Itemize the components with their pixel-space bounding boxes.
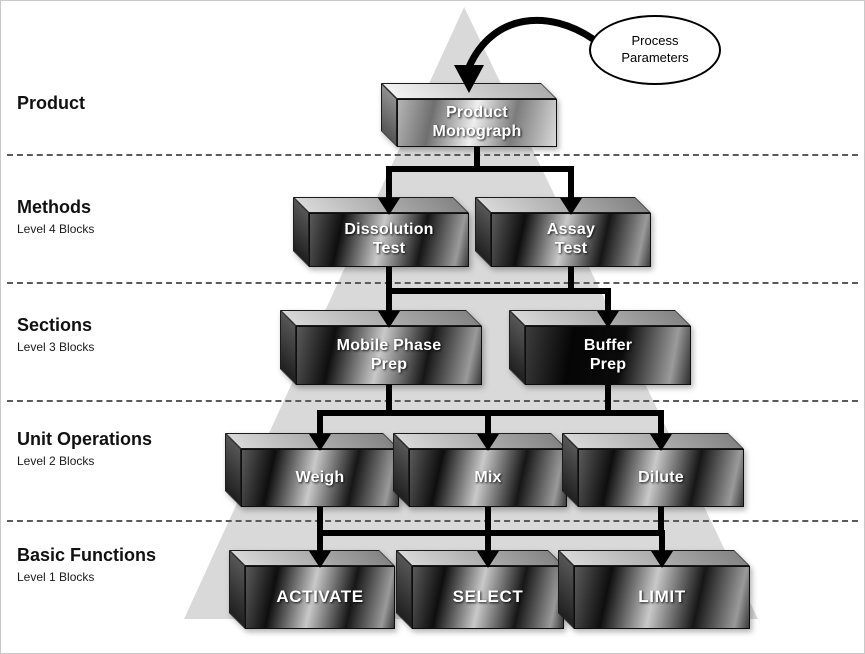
block-label: LIMIT (638, 587, 686, 607)
level-label-basic-functions: Basic Functions (17, 545, 157, 565)
block-label: Weigh (295, 468, 345, 486)
block-top-face (509, 310, 691, 326)
block-weigh: Weigh (225, 433, 399, 507)
dashed-separator-1 (7, 154, 858, 156)
block-buffer-prep: Buffer Prep (509, 310, 691, 385)
block-assay-test: Assay Test (475, 197, 651, 267)
block-label: ACTIVATE (276, 587, 364, 607)
block-top-face (562, 433, 744, 449)
block-product-monograph: Product Monograph (381, 83, 557, 147)
block-dissolution-test: Dissolution Test (293, 197, 469, 267)
block-top-face (293, 197, 469, 213)
dashed-separator-4 (7, 520, 858, 522)
block-front-face: Weigh (241, 449, 399, 507)
block-top-face (280, 310, 482, 326)
block-label: Dissolution Test (344, 221, 434, 257)
block-front-face: Product Monograph (397, 99, 557, 147)
block-mix: Mix (393, 433, 567, 507)
block-mobile-phase-prep: Mobile Phase Prep (280, 310, 482, 385)
block-front-face: SELECT (412, 566, 564, 629)
block-front-face: Mobile Phase Prep (296, 326, 482, 385)
block-activate: ACTIVATE (229, 550, 395, 629)
block-front-face: Buffer Prep (525, 326, 691, 385)
block-dilute: Dilute (562, 433, 744, 507)
dashed-separator-3 (7, 400, 858, 402)
block-select: SELECT (396, 550, 564, 629)
block-top-face (396, 550, 564, 566)
block-label: Assay Test (546, 221, 596, 257)
block-front-face: Dilute (578, 449, 744, 507)
block-top-face (475, 197, 651, 213)
level-label-methods: Methods (17, 197, 91, 217)
level-label-sections: Sections (17, 315, 93, 335)
block-label: Buffer Prep (583, 336, 633, 373)
block-label: Product Monograph (432, 104, 522, 140)
block-top-face (229, 550, 395, 566)
level-sublabel-basic-functions: Level 1 Blocks (17, 570, 95, 584)
block-limit: LIMIT (558, 550, 750, 629)
block-front-face: Mix (409, 449, 567, 507)
process-parameters-callout: Process Parameters (589, 15, 721, 85)
block-top-face (393, 433, 567, 449)
process-parameters-label: Process Parameters (621, 33, 689, 65)
block-front-face: Dissolution Test (309, 213, 469, 267)
block-top-face (381, 83, 557, 99)
level-label-product: Product (17, 93, 86, 113)
level-label-unit-operations: Unit Operations (17, 429, 153, 449)
block-top-face (225, 433, 399, 449)
dashed-separator-2 (7, 282, 858, 284)
level-sublabel-methods: Level 4 Blocks (17, 222, 95, 236)
block-label: Mix (474, 468, 502, 486)
block-top-face (558, 550, 750, 566)
block-label: Dilute (638, 468, 684, 486)
level-sublabel-unit-operations: Level 2 Blocks (17, 454, 95, 468)
block-front-face: LIMIT (574, 566, 750, 629)
block-front-face: Assay Test (491, 213, 651, 267)
block-label: SELECT (452, 587, 524, 607)
level-sublabel-sections: Level 3 Blocks (17, 340, 95, 354)
block-label: Mobile Phase Prep (336, 336, 442, 373)
block-front-face: ACTIVATE (245, 566, 395, 629)
